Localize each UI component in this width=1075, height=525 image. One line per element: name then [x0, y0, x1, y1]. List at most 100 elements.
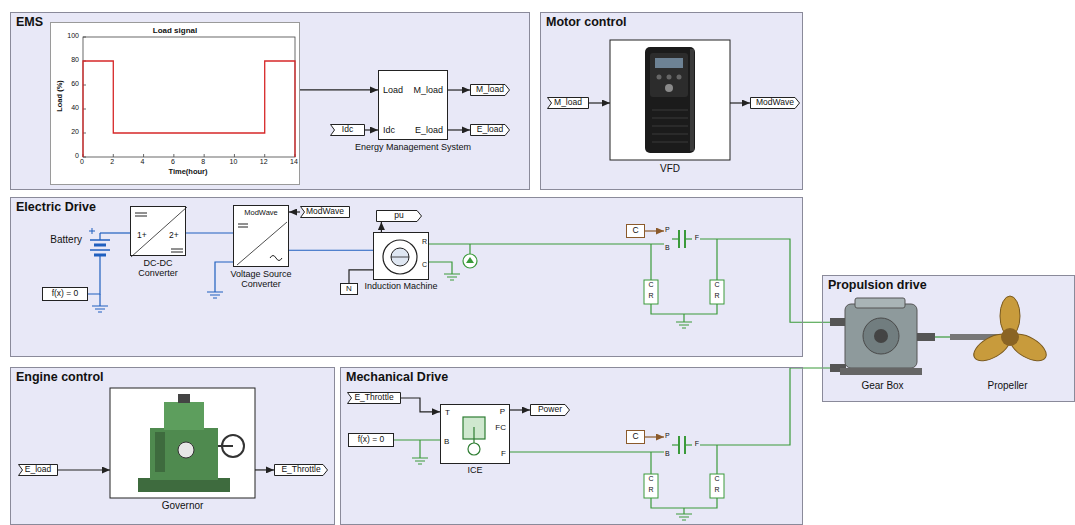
wire [215, 262, 233, 292]
wire [99, 233, 100, 240]
reference-block: N [340, 283, 358, 295]
converter-symbol [171, 249, 183, 250]
connector [645, 436, 664, 437]
constant-block: C [626, 224, 645, 238]
tag-text: ModWave [756, 98, 794, 108]
tick-label: 14 [290, 158, 298, 166]
port-label: F [695, 234, 699, 242]
port-label: 1+ [137, 231, 147, 241]
ground-symbol [412, 458, 428, 464]
plus-mark [92, 228, 93, 234]
text-holder: P [665, 226, 670, 234]
group-panel: Engine controlE_loadGovernor E_Throttle [10, 367, 335, 525]
panel-title: Mechanical Drive [346, 370, 448, 384]
tag-text: E_load [477, 125, 503, 135]
from-tag: E_Throttle [347, 392, 401, 404]
shaft-line [419, 440, 420, 458]
connector [289, 250, 373, 251]
text-holder: Electric Drive [16, 200, 96, 355]
goto-tag: E_load [470, 124, 510, 136]
tag-text: Power [538, 405, 562, 415]
connector [589, 102, 610, 103]
port-label: R [422, 238, 427, 246]
battery-plate [90, 249, 110, 251]
tick-label: 4 [141, 158, 145, 166]
text-holder: Idc [383, 125, 395, 135]
wire [100, 232, 114, 233]
text-holder: Load (%) [56, 80, 65, 112]
block-name: Propeller [987, 380, 1027, 392]
text-holder: 4 [141, 158, 145, 166]
text-holder: M_load [476, 85, 504, 95]
block-name: Governor [162, 500, 204, 512]
port-label: M_load [413, 85, 443, 95]
group-panel: Motor controlM_loadVFDModWave [540, 12, 803, 190]
text-holder: R [648, 292, 653, 300]
panel-ground [10, 197, 803, 357]
connector [58, 469, 110, 470]
text-holder: F [695, 234, 699, 242]
text-holder: B [444, 437, 449, 446]
text-holder: 2+ [169, 231, 179, 241]
shaft-line [429, 262, 452, 274]
panel-title: Motor control [546, 15, 627, 29]
machine-block: Induction Machine [373, 232, 429, 280]
text-holder: E_Throttle [354, 393, 393, 403]
port-label: C [648, 475, 653, 483]
sensor-symbol [466, 257, 474, 263]
image-frame [610, 40, 730, 160]
text-holder: ModWave [306, 207, 344, 217]
tick-label: 2 [110, 158, 114, 166]
chart-title: Load signal [153, 26, 197, 35]
converter-symbol [131, 207, 187, 257]
tag-outline [301, 207, 350, 218]
text-holder: F [501, 449, 506, 458]
clutch-shaft [672, 444, 679, 445]
block-text: C [632, 432, 638, 442]
text-holder: VFD [660, 163, 680, 175]
text-holder: 80 [71, 56, 79, 64]
tick-label: 0 [80, 158, 84, 166]
battery-plate [94, 244, 106, 247]
text-holder: M_load [554, 98, 582, 108]
axis-label: Time(hour) [168, 168, 207, 177]
connector [186, 232, 233, 233]
text-holder: 14 [290, 158, 298, 166]
panel-ground [340, 367, 803, 525]
connector [401, 398, 440, 412]
vfd-knob [665, 84, 673, 92]
port-label: ModWave [244, 209, 277, 218]
port-label: R [648, 486, 653, 494]
goto-tag: E_Throttle [274, 464, 328, 476]
battery-symbol: Battery [86, 225, 114, 265]
text-holder: ModWave [244, 209, 277, 218]
text-holder: 8 [201, 158, 205, 166]
gearbox-shaft [917, 333, 935, 341]
connector [510, 409, 530, 410]
text-holder: Load signal [153, 26, 197, 183]
connector [935, 336, 950, 337]
text-holder: Engine control [16, 370, 104, 523]
text-holder: 12 [260, 158, 268, 166]
connector [700, 368, 830, 445]
goto-tag: M_load [470, 84, 510, 96]
tick-label: 100 [67, 32, 79, 40]
port-label: Idc [383, 125, 395, 135]
tick-label: 60 [71, 80, 79, 88]
text-holder: Load [383, 85, 403, 95]
text-holder: E_load [415, 125, 443, 135]
tag-outline [331, 125, 365, 136]
tick-label: 20 [71, 128, 79, 136]
text-holder: N [346, 284, 352, 293]
drive-image: VFD [610, 40, 730, 160]
wire [99, 255, 100, 265]
block-text: C [632, 226, 638, 236]
machine-symbol [391, 257, 409, 258]
converter-block: ModWaveVoltage Source Converter [233, 205, 289, 267]
governor-head [164, 402, 204, 430]
port-label: FC [495, 423, 506, 432]
tag-text: E_load [25, 465, 51, 475]
from-tag: E_load [18, 464, 58, 476]
